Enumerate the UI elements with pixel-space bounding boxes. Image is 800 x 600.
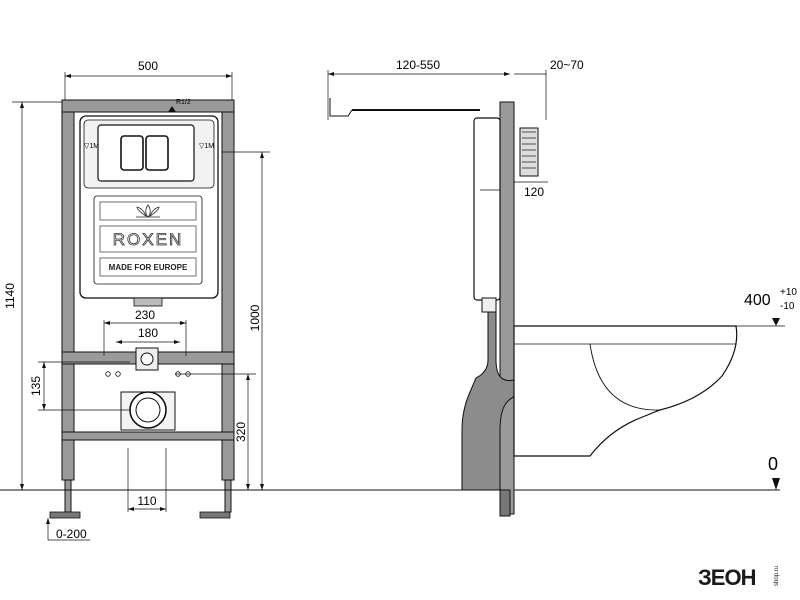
logo-text: ЗЕОН xyxy=(698,565,756,590)
dim-110: 110 xyxy=(137,494,156,508)
dim-wall-thickness: 20~70 xyxy=(550,58,584,72)
brand-name: ROXEN xyxy=(113,230,183,249)
dim-frame-height: 1000 xyxy=(248,304,262,331)
brand-logo: ЗЕОН shop.ru xyxy=(698,565,780,590)
dim-bowl-tol-plus: +10 xyxy=(780,287,797,298)
dim-button: 120 xyxy=(524,185,544,199)
dim-180: 180 xyxy=(138,326,158,340)
dim-floor: 0 xyxy=(768,454,778,474)
front-view: 500 1140 R1/2 ▽1M ▽1M xyxy=(3,59,270,541)
dim-width: 500 xyxy=(138,59,158,73)
made-for-label: MADE FOR EUROPE xyxy=(109,263,188,272)
dim-bowl-height: 400 xyxy=(744,292,771,309)
dim-height: 1140 xyxy=(3,283,17,309)
dim-wall-depth: 120-550 xyxy=(396,58,440,72)
inlet-label: R1/2 xyxy=(176,99,191,106)
dim-230: 230 xyxy=(135,308,155,322)
dim-bowl-tol-minus: -10 xyxy=(780,301,795,312)
lotus-icon xyxy=(136,204,160,218)
dim-135: 135 xyxy=(29,376,43,396)
dim-320: 320 xyxy=(234,422,248,442)
side-view: 120-550 20~70 120 xyxy=(327,58,797,517)
toilet-bowl xyxy=(513,325,738,457)
right-tag: ▽1M xyxy=(199,143,214,150)
flush-button-right xyxy=(145,135,169,171)
logo-sub: shop.ru xyxy=(774,566,780,586)
dim-foot-adjust: 0-200 xyxy=(56,527,87,541)
flush-button-left xyxy=(120,135,144,171)
left-tag: ▽1M xyxy=(84,143,99,150)
